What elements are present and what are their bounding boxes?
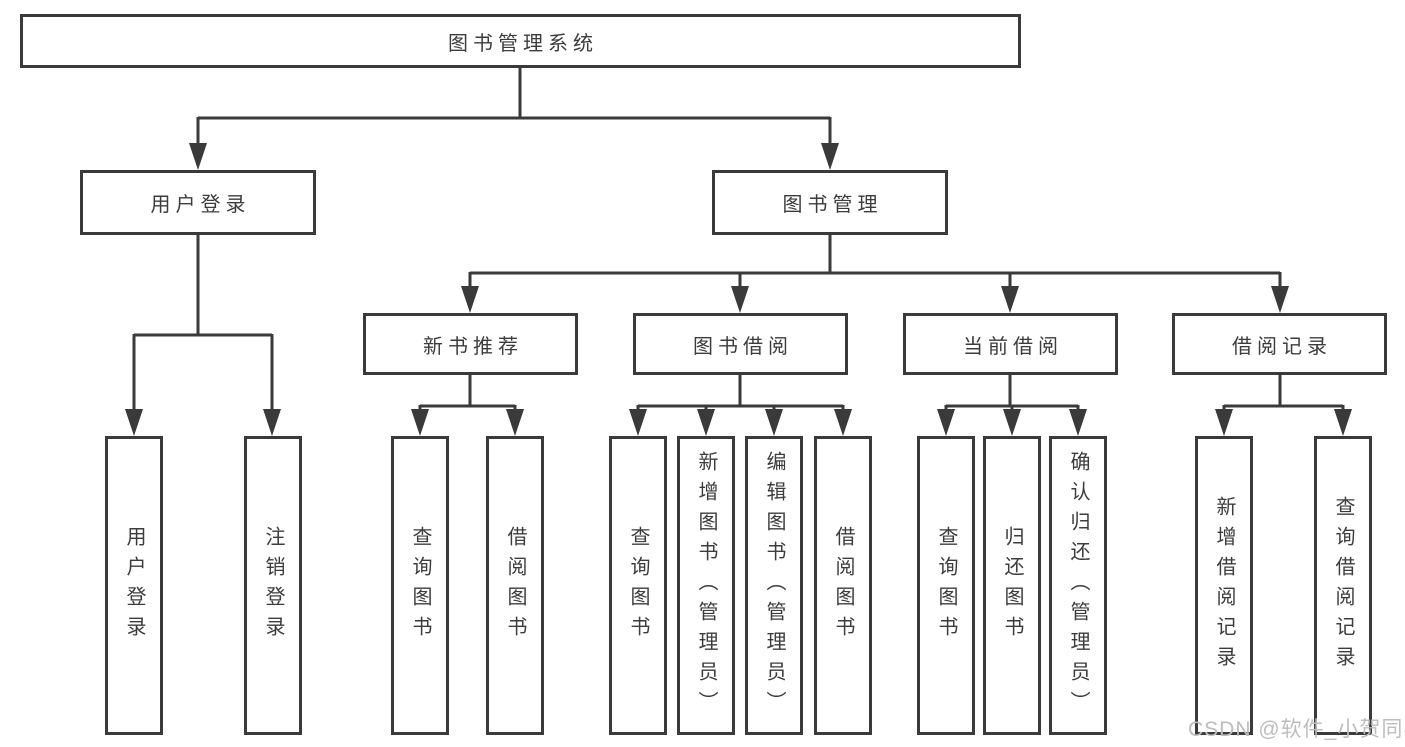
leaf-add-borrow-record: 新增借阅记录	[1195, 436, 1253, 735]
leaf-query-books-1: 查询图书	[391, 436, 449, 735]
node-book-borrowing: 图书借阅	[633, 313, 848, 375]
leaf-borrow-books-2: 借阅图书	[814, 436, 872, 735]
leaf-user-login-label: 用户登录	[123, 525, 145, 646]
leaf-add-books-admin-label: 新增图书（管理员）	[695, 450, 717, 721]
node-new-book-recommend: 新书推荐	[363, 313, 578, 375]
leaf-query-borrow-record: 查询借阅记录	[1314, 436, 1372, 735]
node-book-management-label: 图书管理	[782, 194, 883, 216]
leaf-logout-label: 注销登录	[262, 525, 284, 646]
node-borrowing-records: 借阅记录	[1172, 313, 1387, 375]
leaf-logout: 注销登录	[244, 436, 302, 735]
node-user-login-label: 用户登录	[150, 194, 251, 216]
node-current-borrowing-label: 当前借阅	[963, 335, 1063, 358]
leaf-edit-books-admin: 编辑图书（管理员）	[745, 436, 803, 735]
node-root-label: 图书管理系统	[448, 32, 598, 55]
leaf-return-books: 归还图书	[983, 436, 1041, 735]
arrowheads	[125, 143, 1352, 436]
leaf-add-books-admin: 新增图书（管理员）	[677, 436, 735, 735]
leaf-query-books-2: 查询图书	[609, 436, 667, 735]
leaf-confirm-return-admin-label: 确认归还（管理员）	[1067, 450, 1089, 721]
leaf-query-borrow-record-label: 查询借阅记录	[1332, 495, 1354, 676]
node-user-login: 用户登录	[80, 170, 316, 235]
node-book-borrowing-label: 图书借阅	[693, 335, 793, 358]
leaf-query-books-1-label: 查询图书	[409, 525, 431, 646]
leaf-query-books-3-label: 查询图书	[935, 525, 957, 646]
node-borrowing-records-label: 借阅记录	[1232, 335, 1332, 358]
leaf-borrow-books-2-label: 借阅图书	[832, 525, 854, 646]
leaf-query-books-2-label: 查询图书	[627, 525, 649, 646]
leaf-return-books-label: 归还图书	[1001, 525, 1023, 646]
leaf-user-login: 用户登录	[105, 436, 163, 735]
node-book-management: 图书管理	[712, 170, 948, 235]
node-current-borrowing: 当前借阅	[903, 313, 1118, 375]
leaf-confirm-return-admin: 确认归还（管理员）	[1049, 436, 1107, 735]
leaf-edit-books-admin-label: 编辑图书（管理员）	[763, 450, 785, 721]
leaf-query-books-3: 查询图书	[917, 436, 975, 735]
node-root: 图书管理系统	[20, 14, 1021, 68]
leaf-add-borrow-record-label: 新增借阅记录	[1213, 495, 1235, 676]
node-new-book-recommend-label: 新书推荐	[423, 335, 523, 358]
leaf-borrow-books-1: 借阅图书	[486, 436, 544, 735]
csdn-watermark: CSDN @软件_小贺同学	[1188, 718, 1405, 741]
leaf-borrow-books-1-label: 借阅图书	[504, 525, 526, 646]
